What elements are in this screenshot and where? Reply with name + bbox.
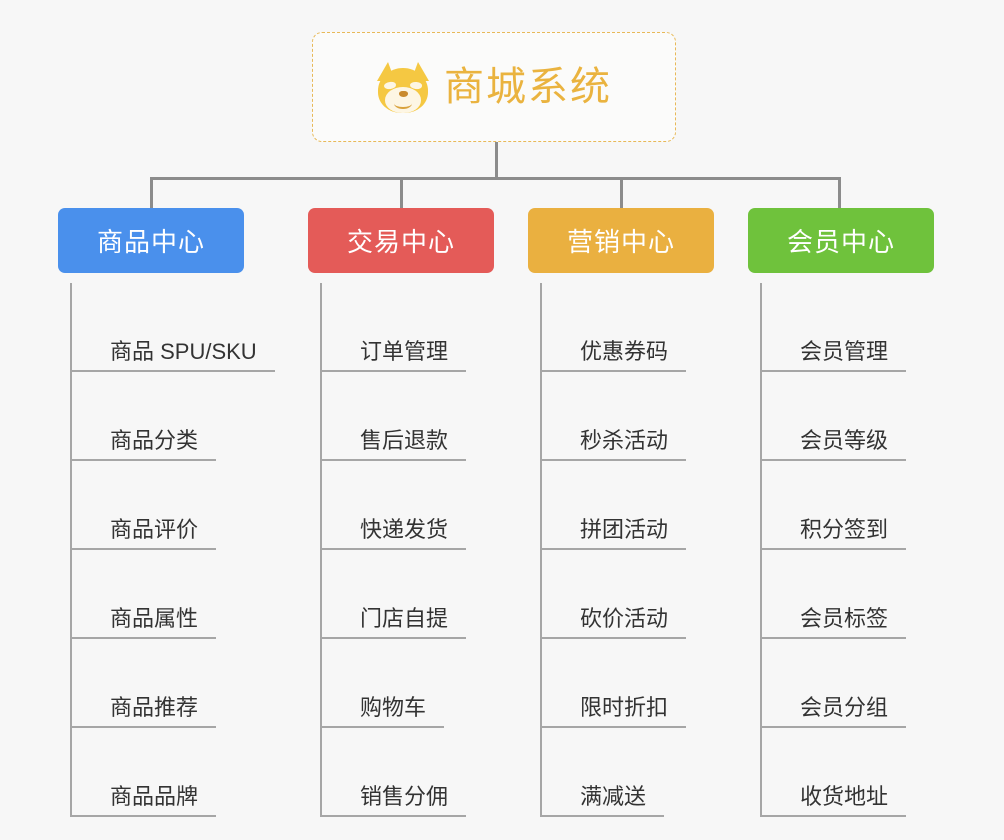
leaf-item[interactable]: 商品属性: [70, 550, 216, 639]
leaf-item[interactable]: 砍价活动: [540, 550, 686, 639]
leaf-item[interactable]: 商品分类: [70, 372, 216, 461]
leaf-rule: [70, 815, 216, 817]
connector-root-stem: [495, 142, 498, 179]
leaf-item[interactable]: 商品评价: [70, 461, 216, 550]
leaf-item[interactable]: 满减送: [540, 728, 664, 817]
leaf-rule: [540, 815, 664, 817]
column-spine-1: [70, 283, 72, 817]
leaf-item[interactable]: 会员标签: [760, 550, 906, 639]
leaf-item[interactable]: 收货地址: [760, 728, 906, 817]
column-spine-3: [540, 283, 542, 817]
leaf-label: 砍价活动: [580, 606, 669, 631]
connector-drop-3: [620, 177, 623, 209]
leaf-item[interactable]: 秒杀活动: [540, 372, 686, 461]
leaf-label: 快递发货: [360, 517, 449, 542]
leaf-rule: [70, 459, 216, 461]
leaf-label: 门店自提: [360, 606, 449, 631]
leaf-rule: [320, 815, 466, 817]
leaf-item[interactable]: 门店自提: [320, 550, 466, 639]
leaf-label: 优惠券码: [580, 339, 669, 364]
leaf-rule: [760, 815, 906, 817]
leaf-label: 商品推荐: [110, 695, 199, 720]
leaf-item[interactable]: 订单管理: [320, 283, 466, 372]
leaf-rule: [320, 370, 466, 372]
leaf-label: 会员等级: [800, 428, 889, 453]
category-box-1[interactable]: 商品中心: [58, 208, 244, 273]
leaf-rule: [320, 459, 466, 461]
leaf-label: 商品属性: [110, 606, 199, 631]
leaf-label: 订单管理: [360, 339, 449, 364]
leaf-rule: [70, 726, 216, 728]
root-title: 商城系统: [444, 65, 612, 109]
leaf-label: 拼团活动: [580, 517, 669, 542]
leaf-label: 会员管理: [800, 339, 889, 364]
leaf-rule: [760, 637, 906, 639]
leaf-item[interactable]: 商品推荐: [70, 639, 216, 728]
leaf-rule: [760, 459, 906, 461]
leaf-rule: [70, 548, 216, 550]
leaf-label: 收货地址: [800, 784, 889, 809]
leaf-item[interactable]: 购物车: [320, 639, 444, 728]
leaf-label: 销售分佣: [360, 784, 449, 809]
connector-drop-4: [838, 177, 841, 209]
leaf-label: 会员标签: [800, 606, 889, 631]
connector-bus-bar: [150, 177, 841, 180]
leaf-rule: [70, 637, 216, 639]
leaf-item[interactable]: 销售分佣: [320, 728, 466, 817]
leaf-item[interactable]: 限时折扣: [540, 639, 686, 728]
category-label-1: 商品中心: [96, 227, 205, 257]
leaf-label: 商品分类: [110, 428, 199, 453]
leaf-rule: [760, 548, 906, 550]
leaf-item[interactable]: 商品品牌: [70, 728, 216, 817]
shiba-mouth-icon: [394, 98, 412, 109]
leaf-item[interactable]: 会员管理: [760, 283, 906, 372]
leaf-rule: [540, 370, 686, 372]
leaf-label: 限时折扣: [580, 695, 669, 720]
leaf-item[interactable]: 会员分组: [760, 639, 906, 728]
shiba-nose-icon: [399, 91, 408, 97]
leaf-label: 商品评价: [110, 517, 199, 542]
category-label-3: 营销中心: [566, 227, 675, 257]
leaf-rule: [760, 726, 906, 728]
leaf-rule: [540, 637, 686, 639]
category-label-2: 交易中心: [346, 227, 455, 257]
root-node-商城系统[interactable]: 商城系统: [312, 32, 676, 142]
leaf-rule: [760, 370, 906, 372]
leaf-label: 秒杀活动: [580, 428, 669, 453]
leaf-label: 购物车: [360, 695, 427, 720]
shiba-dog-icon: [376, 60, 430, 114]
leaf-rule: [320, 726, 444, 728]
category-box-3[interactable]: 营销中心: [528, 208, 714, 273]
leaf-label: 满减送: [580, 784, 647, 809]
leaf-item[interactable]: 售后退款: [320, 372, 466, 461]
category-label-4: 会员中心: [786, 227, 895, 257]
leaf-label: 会员分组: [800, 695, 889, 720]
leaf-item[interactable]: 会员等级: [760, 372, 906, 461]
column-spine-4: [760, 283, 762, 817]
leaf-rule: [320, 637, 466, 639]
leaf-label: 商品 SPU/SKU: [110, 339, 257, 364]
leaf-label: 积分签到: [800, 517, 889, 542]
category-box-4[interactable]: 会员中心: [748, 208, 934, 273]
leaf-item[interactable]: 拼团活动: [540, 461, 686, 550]
leaf-rule: [70, 370, 275, 372]
leaf-rule: [540, 726, 686, 728]
connector-drop-1: [150, 177, 153, 209]
category-box-2[interactable]: 交易中心: [308, 208, 494, 273]
connector-drop-2: [400, 177, 403, 209]
leaf-label: 售后退款: [360, 428, 449, 453]
leaf-rule: [540, 459, 686, 461]
leaf-rule: [320, 548, 466, 550]
leaf-label: 商品品牌: [110, 784, 199, 809]
leaf-item[interactable]: 商品 SPU/SKU: [70, 283, 275, 372]
leaf-item[interactable]: 优惠券码: [540, 283, 686, 372]
column-spine-2: [320, 283, 322, 817]
leaf-item[interactable]: 积分签到: [760, 461, 906, 550]
leaf-rule: [540, 548, 686, 550]
leaf-item[interactable]: 快递发货: [320, 461, 466, 550]
